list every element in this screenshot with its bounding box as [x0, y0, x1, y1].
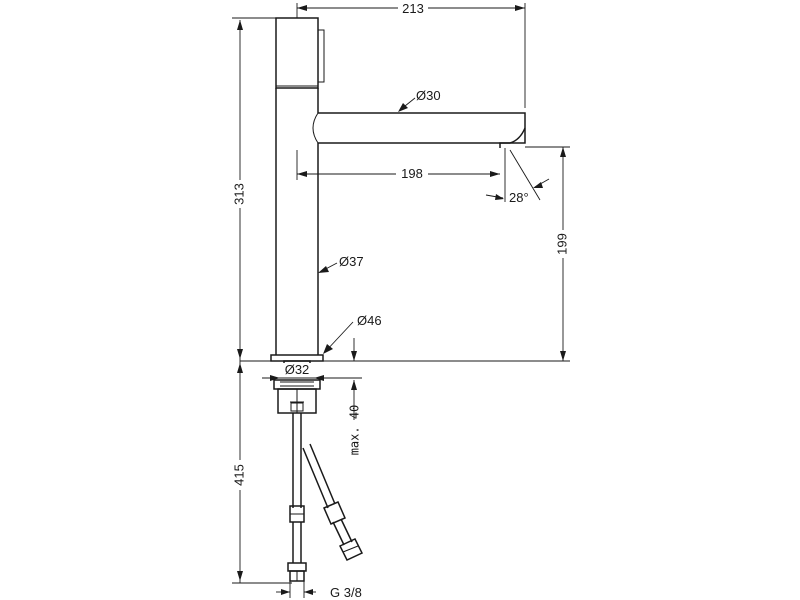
dim-label-body-diameter: Ø37 — [339, 254, 364, 269]
dim-mounting-hole: Ø32 — [262, 362, 362, 381]
faucet-body — [270, 17, 526, 362]
angled-fitting — [323, 501, 346, 525]
angled-hose-left — [302, 447, 329, 509]
dim-overall-height: 313 — [230, 17, 276, 361]
dim-label-base-diameter: Ø46 — [357, 313, 382, 328]
handle-lever — [317, 29, 325, 83]
angled-hose-nut — [338, 538, 364, 561]
dim-connection-thread: G 3/8 — [276, 581, 362, 600]
dim-label-spout-diameter: Ø30 — [416, 88, 441, 103]
handle-block — [275, 17, 319, 89]
dim-label-mounting-hole: Ø32 — [285, 362, 310, 377]
angled-hose-right — [309, 443, 336, 505]
dim-label-max-deck-thickness: max. 40 — [348, 405, 362, 456]
dim-spout-diameter: Ø30 — [398, 88, 441, 112]
dim-label-overall-width: 213 — [402, 1, 424, 16]
dim-spout-reach: 198 — [296, 150, 500, 181]
fixing-nut — [273, 379, 321, 390]
dim-base-diameter: Ø46 — [323, 313, 382, 354]
spout-joint — [312, 112, 319, 144]
dim-max-deck-thickness: max. 40 — [348, 338, 362, 455]
dim-spout-angle: 28° — [485, 148, 550, 205]
dim-spout-height: 199 — [525, 146, 573, 361]
dim-label-spout-angle: 28° — [509, 190, 529, 205]
base-ring — [270, 354, 324, 362]
dim-overall-width: 213 — [296, 0, 526, 108]
hose-nut-upper — [287, 562, 307, 572]
dim-hose-length: 415 — [230, 361, 292, 584]
spout-outlet — [499, 127, 526, 148]
spout — [318, 112, 526, 144]
dim-label-spout-height: 199 — [554, 233, 569, 255]
dim-body-diameter: Ø37 — [318, 254, 364, 273]
dim-label-connection-thread: G 3/8 — [330, 585, 362, 600]
supply-hoses — [287, 413, 364, 582]
dim-label-overall-height: 313 — [231, 183, 246, 205]
dim-label-spout-reach: 198 — [401, 166, 423, 181]
dim-label-hose-length: 415 — [231, 464, 246, 486]
